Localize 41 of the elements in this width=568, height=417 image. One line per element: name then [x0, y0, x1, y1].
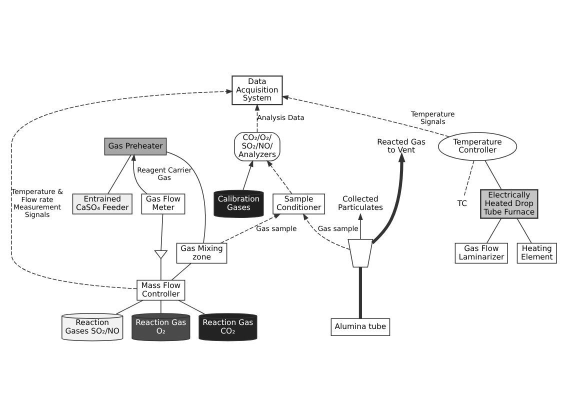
arrow	[358, 213, 363, 240]
connector	[108, 154, 132, 194]
arrow	[131, 154, 148, 194]
connector	[484, 160, 502, 190]
connector	[171, 263, 192, 281]
node-text: Collected Particulates	[338, 194, 383, 212]
node-box: Alumina tube	[330, 318, 390, 336]
node-ellipse: Temperature Controller	[438, 132, 518, 162]
node-text: Reacted Gas to Vent	[377, 137, 426, 155]
arrow	[242, 160, 254, 191]
connector	[160, 214, 164, 251]
arrow	[254, 104, 260, 133]
node-text: TC	[457, 198, 467, 208]
node-box: Gas Flow Laminarizer	[454, 242, 508, 264]
arrow	[281, 95, 450, 138]
node-box: Mass Flow Controller	[136, 280, 186, 301]
node-valve	[154, 250, 168, 260]
node-box: CO₂/O₂/ SO₂/NO/ Analyzers	[234, 132, 280, 162]
connector	[464, 160, 474, 196]
connector	[160, 300, 162, 314]
node-box: Gas Flow Meter	[141, 194, 186, 214]
node-box: Gas Mixing zone	[176, 242, 228, 264]
connector	[486, 218, 502, 244]
connector	[116, 300, 144, 314]
node-funnel	[348, 239, 374, 268]
arrow	[371, 152, 406, 244]
arrow	[11, 89, 234, 290]
connector	[160, 258, 162, 281]
node-box: Entrained CaSO₄ Feeder	[72, 194, 132, 214]
connector	[516, 218, 532, 244]
node-box: Data Acquisition System	[232, 76, 283, 106]
arrow	[302, 213, 350, 250]
connector	[166, 152, 206, 244]
node-box: Sample Conditioner	[272, 194, 326, 214]
arrow	[220, 214, 281, 244]
node-box: Heating Element	[516, 242, 557, 264]
node-box: Electrically Heated Drop Tube Furnace	[480, 189, 538, 219]
connector	[358, 267, 362, 319]
arrow	[266, 160, 292, 194]
connector	[178, 300, 205, 314]
node-box: Gas Preheater	[104, 138, 167, 156]
